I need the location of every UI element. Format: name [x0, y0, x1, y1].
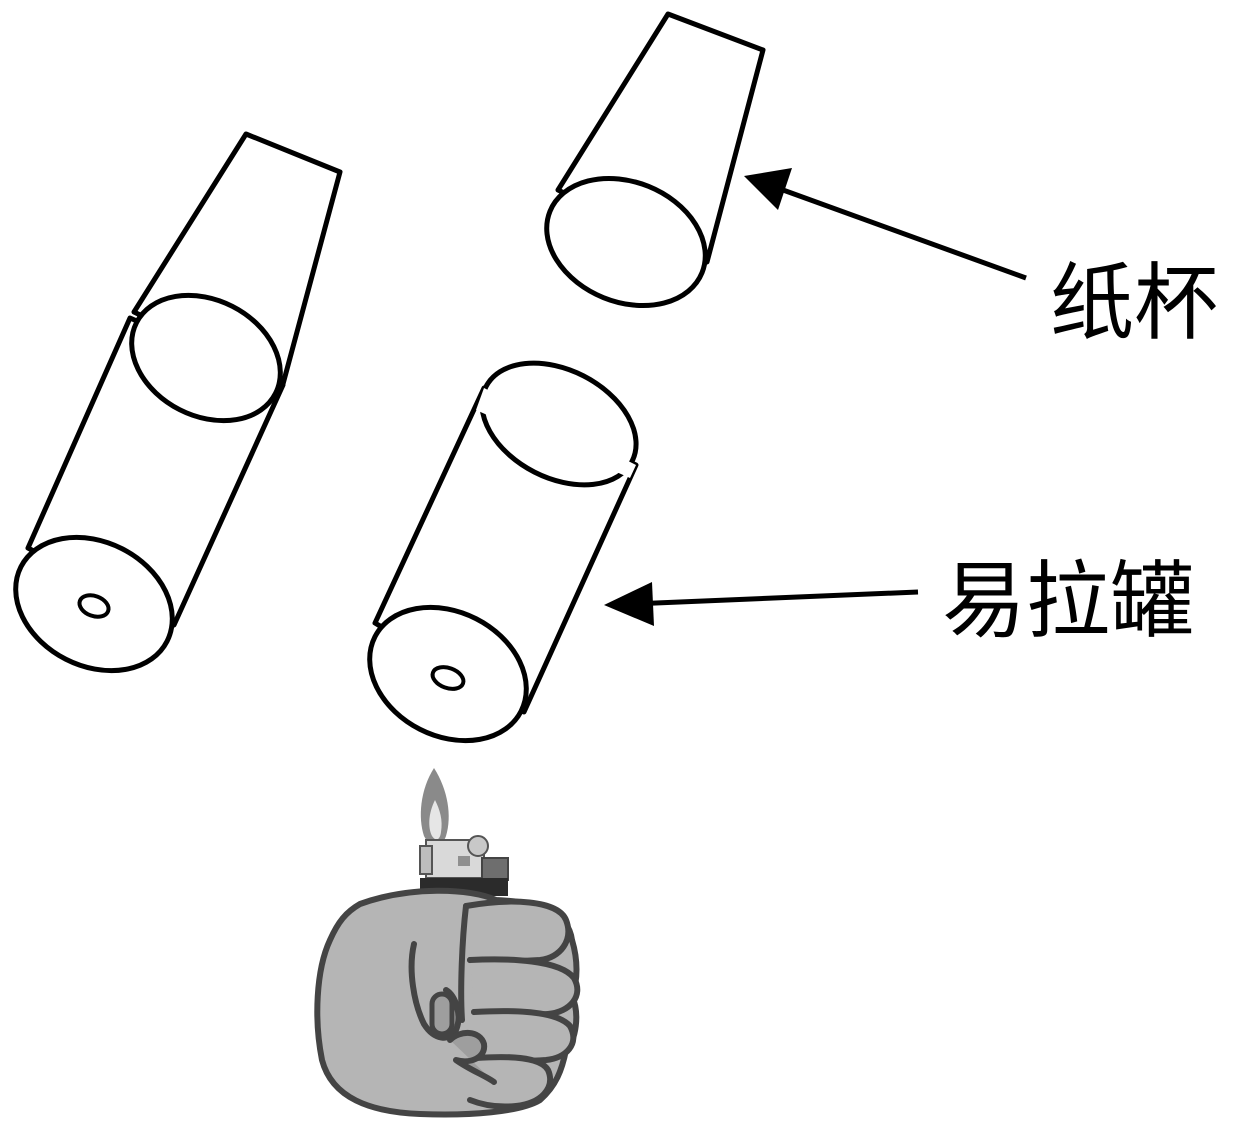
flame-inner	[429, 800, 442, 840]
left-can-top-rim	[129, 292, 283, 424]
can-arrow	[604, 582, 919, 626]
paper-cup	[544, 11, 766, 309]
lighter-lever	[481, 857, 509, 881]
finger-4	[467, 1054, 553, 1110]
thumb	[458, 903, 469, 1023]
thumb-nail	[429, 991, 455, 1037]
knuckle-curve	[447, 1030, 497, 1085]
left-can-hole	[77, 593, 111, 619]
can-hole	[430, 665, 466, 691]
can-arrow-line	[631, 589, 919, 607]
lighter-wheel	[467, 835, 489, 857]
finger-1	[463, 898, 572, 965]
paper-cup-arrow	[744, 168, 1027, 281]
can-arrow-head	[604, 582, 654, 626]
lighter-side	[419, 845, 433, 875]
thumb-tip	[408, 941, 462, 1041]
paper-cup-label: 纸杯	[1050, 254, 1218, 352]
paper-cup-arrow-line	[771, 183, 1027, 281]
lighter-button	[458, 856, 470, 866]
lighter	[419, 768, 509, 896]
finger-2	[467, 956, 581, 1018]
can-top-hidden-cover	[476, 388, 636, 478]
paper-cup-opening	[544, 175, 708, 309]
fist-holding-lighter-icon	[314, 887, 581, 1118]
can-label: 易拉罐	[942, 552, 1194, 650]
left-can-with-cup	[13, 131, 343, 674]
paper-cup-arrow-head	[744, 168, 792, 210]
finger-3	[471, 1008, 577, 1064]
can	[367, 360, 639, 744]
